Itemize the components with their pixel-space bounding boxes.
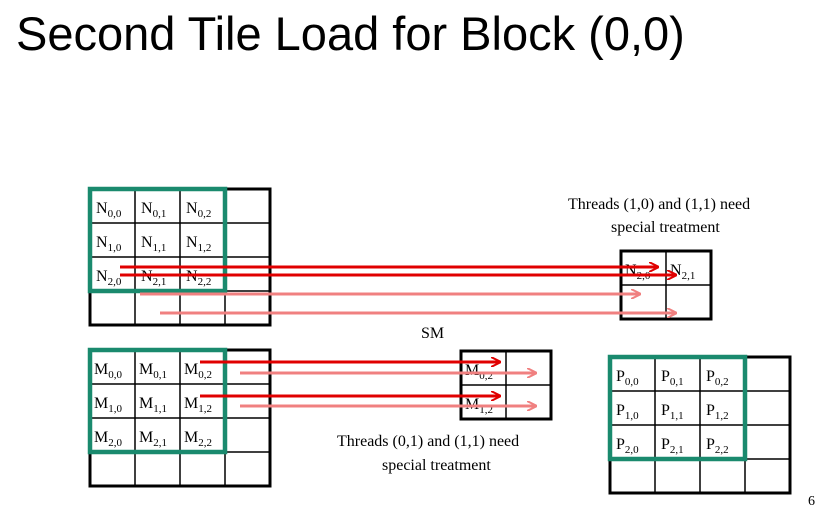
shared-m-grid (459, 349, 553, 421)
threads-bottom-label-line2: special treatment (382, 457, 491, 474)
cell-m-2-1: M2,1 (139, 429, 167, 449)
cell-n-1-1: N1,1 (141, 234, 166, 254)
matrix-m-tile-highlight (87, 347, 228, 455)
cell-m-0-1: M0,1 (139, 361, 167, 381)
cell-p-0-2: P0,2 (706, 368, 729, 388)
slide-title: Second Tile Load for Block (0,0) (16, 7, 685, 60)
cell-p-1-0: P1,0 (616, 402, 639, 422)
threads-top-label-line1: Threads (1,0) and (1,1) need (568, 196, 750, 213)
cell-m-0-0: M0,0 (94, 361, 122, 381)
cell-m-1-2: M1,2 (184, 395, 212, 415)
matrix-n-tile-highlight (87, 186, 228, 294)
cell-m-2-0: M2,0 (94, 429, 122, 449)
cell-n-1-2: N1,2 (186, 234, 211, 254)
cell-p-0-0: P0,0 (616, 368, 639, 388)
cell-n-2-2: N2,2 (186, 268, 211, 288)
cell-p-2-2: P2,2 (706, 436, 729, 456)
cell-n-0-2: N0,2 (186, 200, 211, 220)
cell-p-2-1: P2,1 (661, 436, 684, 456)
sm-label: SM (421, 325, 444, 342)
threads-top-label-line2: special treatment (611, 219, 720, 236)
cell-p-1-2: P1,2 (706, 402, 729, 422)
threads-bottom-label-line1: Threads (0,1) and (1,1) need (337, 433, 519, 450)
cell-n-2-1: N2,1 (670, 262, 695, 282)
cell-p-2-0: P2,0 (616, 436, 639, 456)
cell-n-0-1: N0,1 (141, 200, 166, 220)
cell-p-1-1: P1,1 (661, 402, 684, 422)
cell-m-2-2: M2,2 (184, 429, 212, 449)
cell-m-1-1: M1,1 (139, 395, 167, 415)
page-number: 6 (808, 494, 815, 509)
cell-n-1-0: N1,0 (96, 234, 122, 254)
cell-p-0-1: P0,1 (661, 368, 684, 388)
cell-n-2-1: N2,1 (141, 268, 166, 288)
cell-n-0-0: N0,0 (96, 200, 122, 220)
cell-m-0-2: M0,2 (184, 361, 212, 381)
cell-m-1-0: M1,0 (94, 395, 122, 415)
cell-n-2-0: N2,0 (96, 268, 122, 288)
matrix-p-tile-highlight (607, 354, 748, 462)
cell-n-2-0: N2,0 (625, 262, 651, 282)
shared-n-grid (619, 249, 713, 321)
